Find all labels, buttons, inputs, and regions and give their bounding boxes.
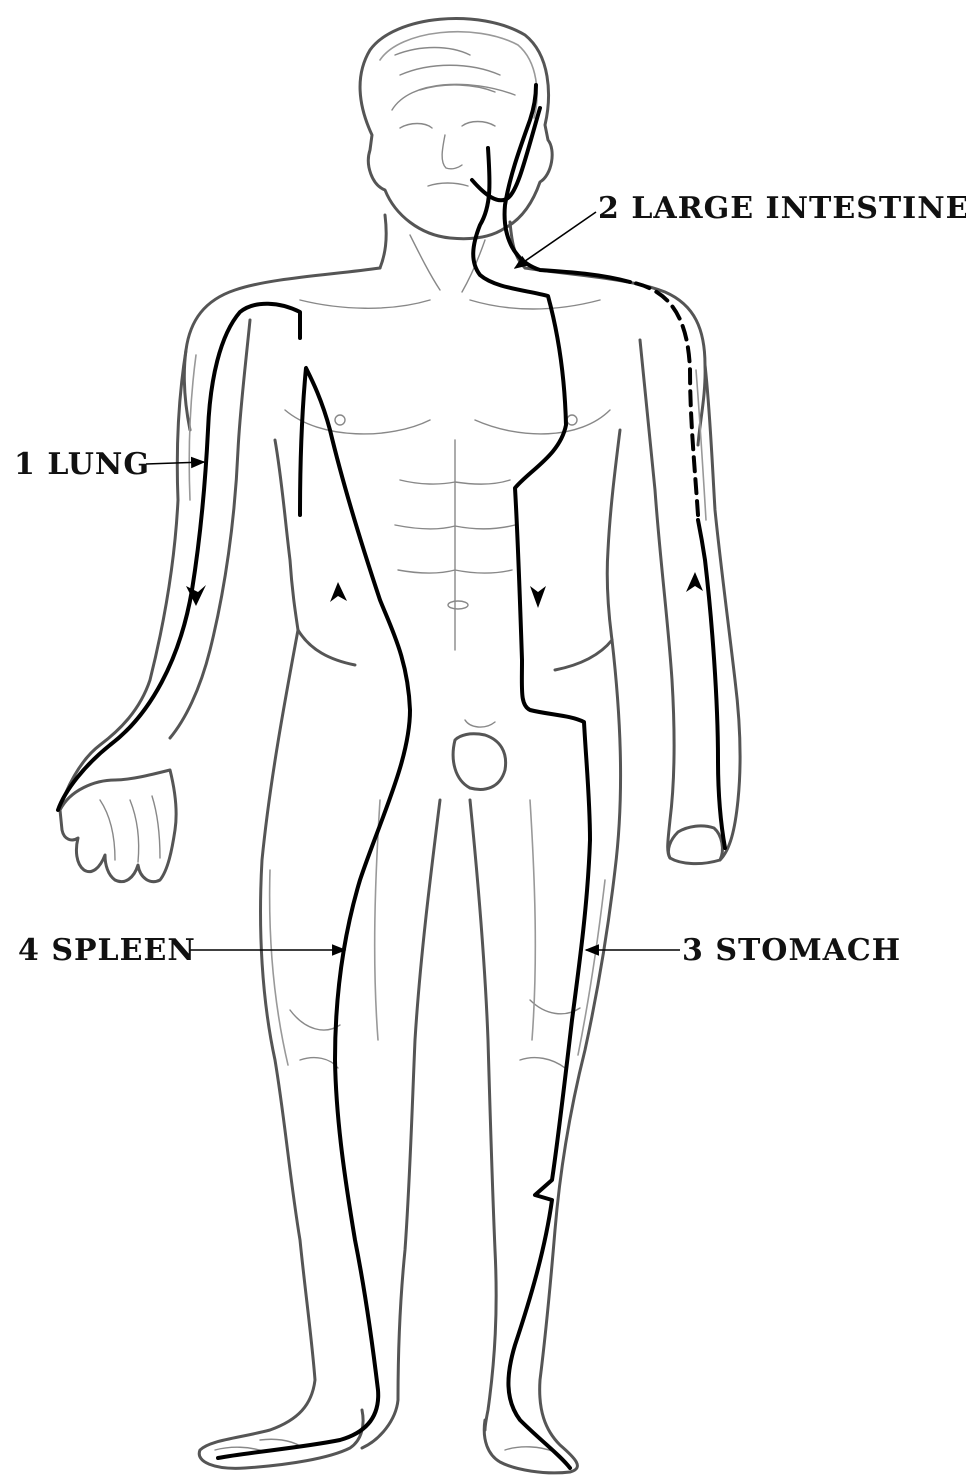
lung-leader: [146, 462, 204, 464]
lung-meridian: [58, 304, 300, 810]
spleen-arrow-icon: [330, 582, 347, 602]
stomach-meridian: [473, 148, 590, 1468]
body-outline: [60, 19, 740, 1473]
large-intestine-leader: [515, 212, 596, 268]
lung-label: 1 LUNG: [14, 447, 150, 482]
left-hand-outline: [668, 826, 722, 864]
neck-outline: [380, 215, 386, 268]
meridian-lines: [58, 85, 725, 1468]
large-intestine-label: 2 LARGE INTESTINE: [598, 191, 966, 226]
spleen-meridian: [218, 368, 410, 1458]
right-arm-outline: [60, 350, 186, 810]
large-intestine-arrow-icon: [686, 572, 703, 592]
torso-outline: [184, 268, 380, 430]
right-leg-outline: [199, 630, 363, 1468]
stomach-label: 3 STOMACH: [682, 933, 901, 968]
spleen-label: 4 SPLEEN: [18, 933, 196, 968]
labels: 1 LUNG 2 LARGE INTESTINE 3 STOMACH 4 SPL…: [14, 191, 966, 968]
stomach-arrow-icon: [530, 586, 546, 608]
large-intestine-meridian-dashed: [630, 282, 698, 515]
flow-arrows: [186, 572, 703, 608]
groin-outline: [453, 734, 505, 790]
